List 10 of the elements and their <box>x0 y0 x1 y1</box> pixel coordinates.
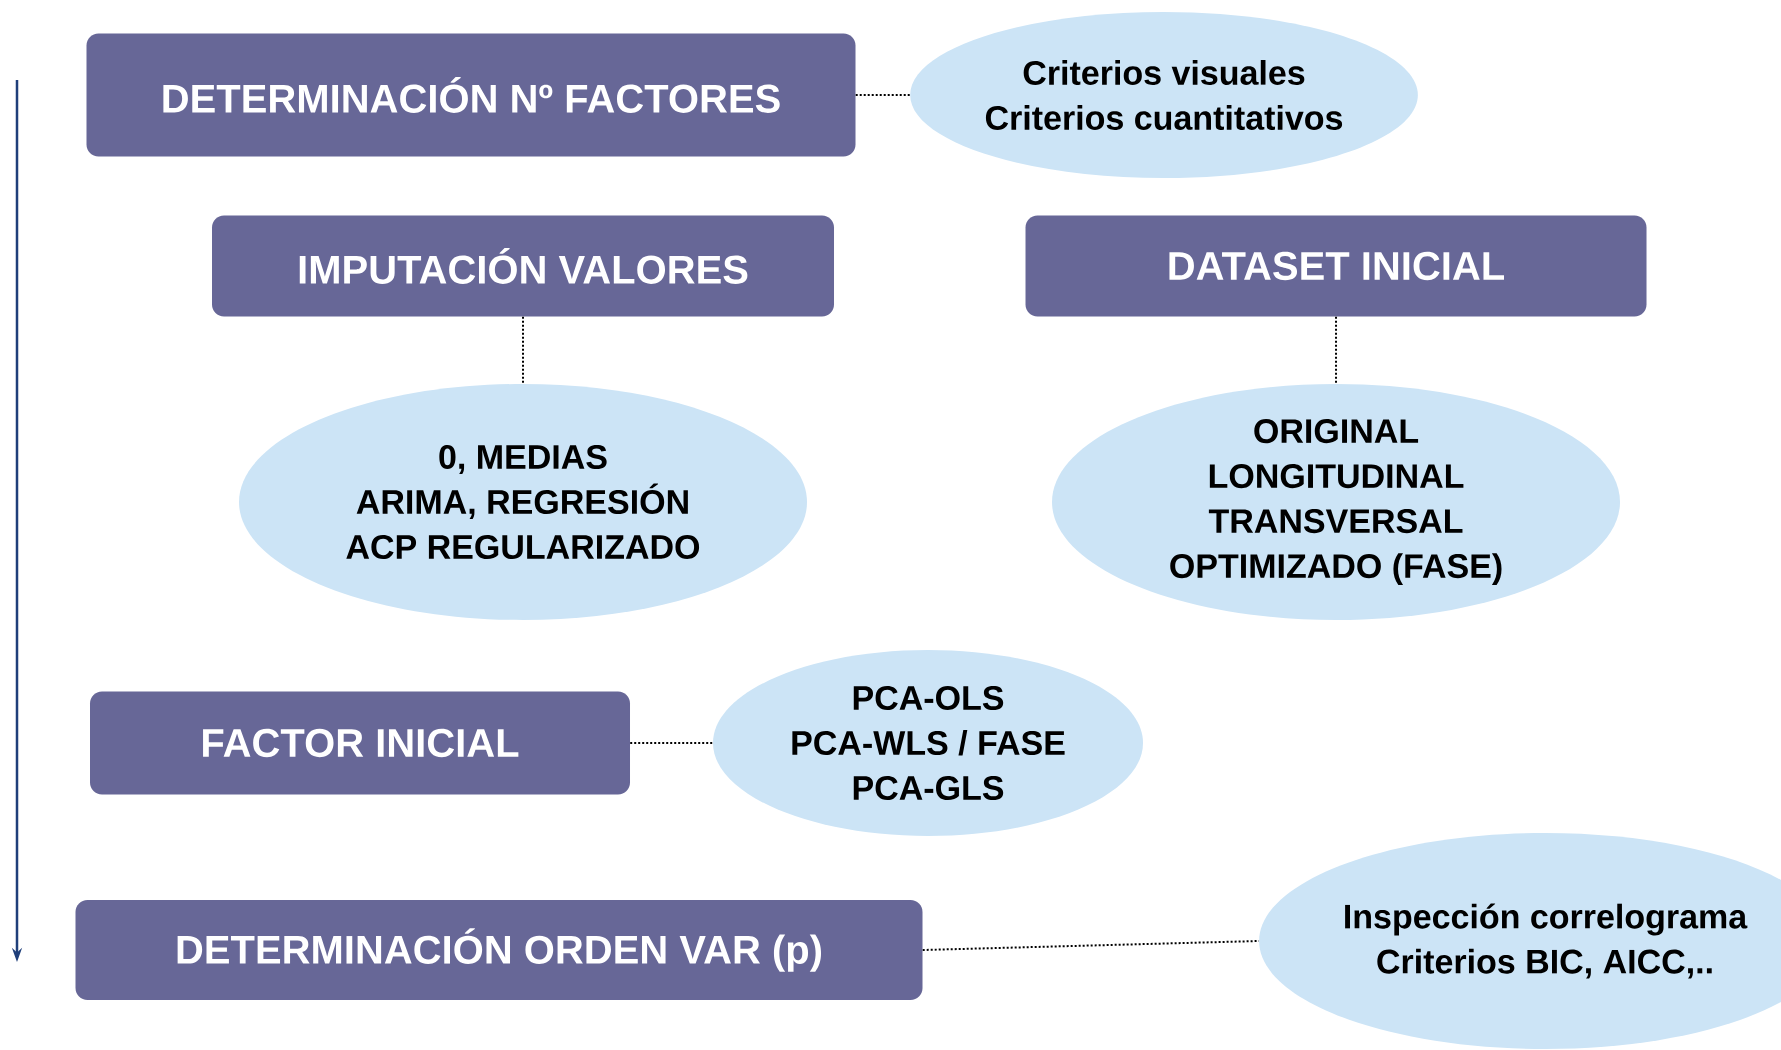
process-box: IMPUTACIÓN VALORES <box>212 215 834 317</box>
process-box: DETERMINACIÓN Nº FACTORES <box>86 33 856 157</box>
connector-line <box>1335 315 1337 385</box>
process-box: FACTOR INICIAL <box>90 691 630 795</box>
connector-line <box>854 94 911 96</box>
connector-line <box>522 315 524 385</box>
process-box: DATASET INICIAL <box>1025 215 1647 317</box>
connector-line <box>921 940 1260 951</box>
connector-line <box>629 742 714 744</box>
process-box: DETERMINACIÓN ORDEN VAR (p) <box>75 900 923 1000</box>
